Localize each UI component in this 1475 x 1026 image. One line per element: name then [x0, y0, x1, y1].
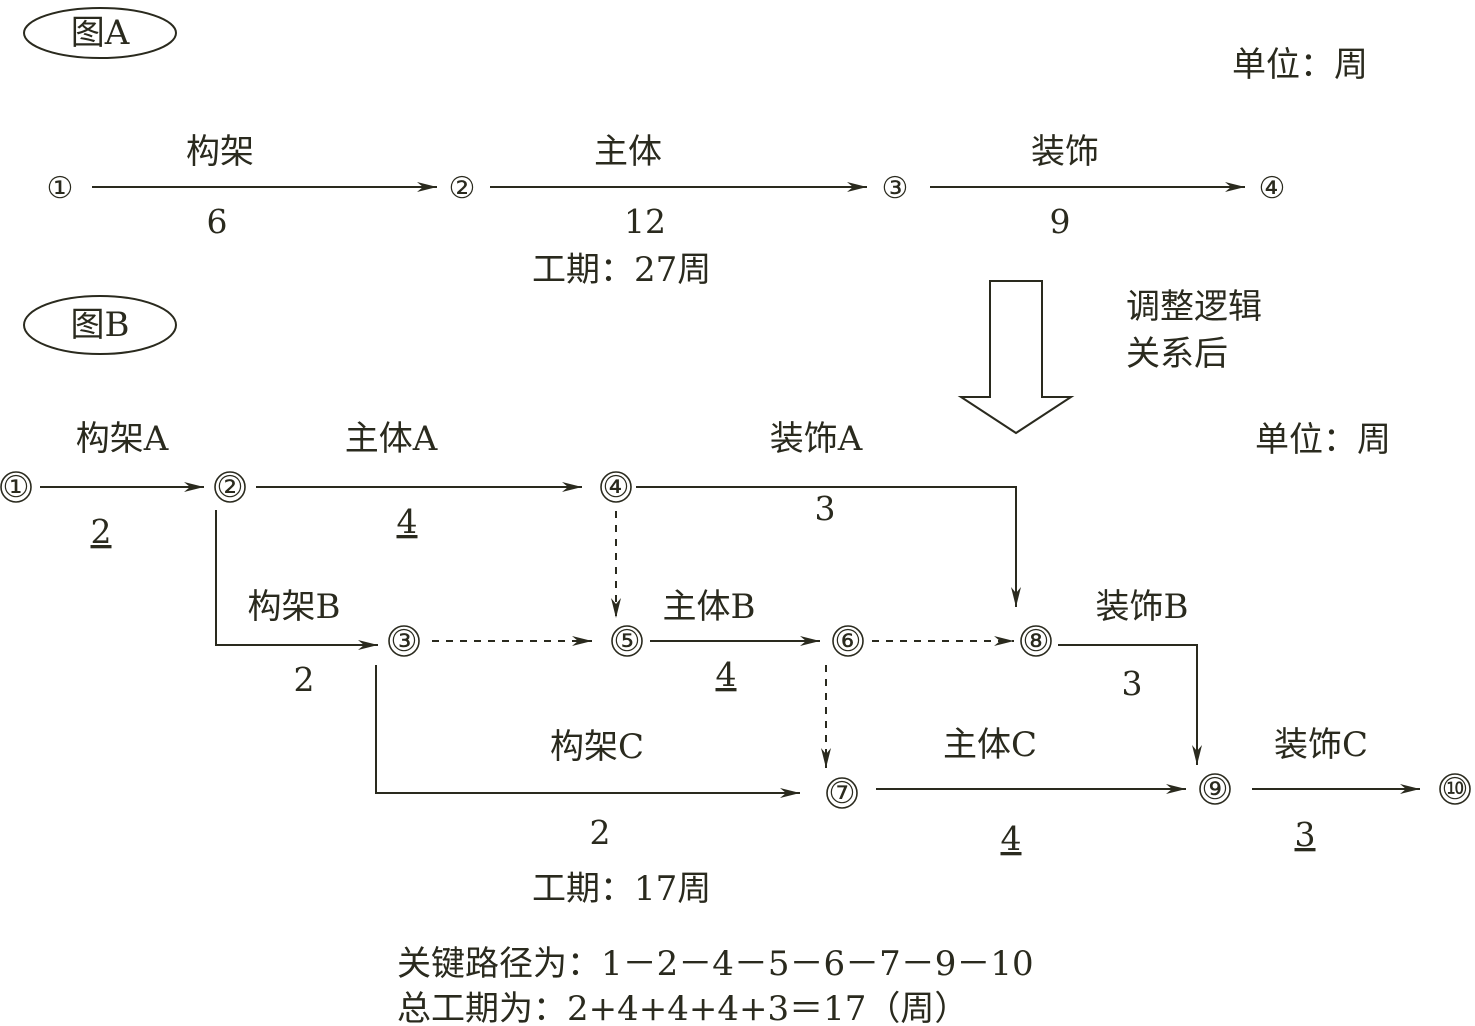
- figure-b-tag-oval: [23, 295, 177, 355]
- activity-duration: 2: [590, 813, 611, 852]
- node-circle: [388, 625, 420, 657]
- activity-name: 主体B: [663, 587, 756, 627]
- figure-a-activity-duration: 6: [207, 202, 228, 241]
- node-8: ⑧: [1023, 624, 1050, 659]
- arrow-3-7: [375, 665, 800, 798]
- activity-name: 主体C: [943, 725, 1037, 765]
- figure-a-tag: 图A: [71, 13, 130, 53]
- node-circle: [832, 625, 864, 657]
- down-arrow-icon: [957, 280, 1075, 435]
- activity-name: 构架A: [76, 419, 169, 459]
- activity-duration: 2: [294, 660, 315, 699]
- figure-a-activity-duration: 9: [1050, 202, 1071, 241]
- activity-name: 装饰A: [770, 419, 863, 459]
- transition-text-line-1: 调整逻辑: [1126, 287, 1262, 327]
- activity-duration: 4: [716, 655, 737, 694]
- node-circle: [214, 471, 246, 503]
- node-10: ⑩: [1442, 772, 1469, 807]
- activity-name: 装饰C: [1274, 725, 1368, 765]
- node-4: ④: [603, 470, 630, 505]
- node-7: ⑦: [829, 776, 856, 811]
- activity-duration: 3: [815, 489, 836, 528]
- node-circle: [1199, 773, 1231, 805]
- node-circle: [0, 471, 32, 503]
- figure-b-total-duration: 工期：17周: [532, 869, 711, 909]
- node-2: ②: [217, 470, 244, 505]
- node-6: ⑥: [835, 624, 862, 659]
- arrow-2-3: [215, 510, 378, 650]
- arrow-8-9: [1058, 644, 1202, 765]
- figure-b: 图B 单位：周 ① ② ③ ④ ⑤ ⑥ ⑦ ⑧ ⑨: [0, 295, 1471, 1026]
- activity-name: 主体A: [345, 419, 438, 459]
- figure-a-node-1: ①: [47, 171, 74, 206]
- figure-a-activity-name: 装饰: [1031, 132, 1099, 172]
- figure-a-activity-name: 构架: [186, 132, 254, 172]
- figure-b-unit: 单位：周: [1255, 420, 1391, 460]
- figure-a-activity-duration: 12: [624, 202, 666, 241]
- figure-a-activity-name: 主体: [594, 132, 662, 172]
- node-circle: [1020, 625, 1052, 657]
- node-5: ⑤: [614, 624, 641, 659]
- node-3: ③: [391, 624, 418, 659]
- node-circle: [600, 471, 632, 503]
- figure-a-node-3: ③: [882, 171, 909, 206]
- node-circle: [1439, 773, 1471, 805]
- figure-a-total-duration: 工期：27周: [532, 250, 711, 290]
- activity-name: 装饰B: [1096, 587, 1189, 627]
- figure-b-tag: 图B: [71, 305, 130, 345]
- activity-duration: 4: [1001, 819, 1022, 858]
- figure-a-tag-oval: [23, 7, 177, 59]
- transition-text-line-2: 关系后: [1126, 334, 1228, 374]
- figure-a-node-4: ④: [1259, 171, 1286, 206]
- node-9: ⑨: [1202, 772, 1229, 807]
- activity-duration: 3: [1122, 664, 1143, 703]
- node-circle: [826, 777, 858, 809]
- figure-a-unit: 单位：周: [1232, 45, 1368, 85]
- transition: 调整逻辑 关系后: [957, 280, 1262, 435]
- node-1: ①: [3, 470, 30, 505]
- activity-duration: 4: [397, 502, 418, 541]
- arrow-4-8: [636, 486, 1021, 607]
- figure-a-node-2: ②: [449, 171, 476, 206]
- figure-a: 图A 单位：周 ① ② ③ ④ 构架 6 主体 12 装饰 9 工期：27周: [23, 7, 1368, 290]
- node-circle: [611, 625, 643, 657]
- activity-name: 构架B: [248, 587, 341, 627]
- activity-name: 构架C: [550, 727, 644, 767]
- total-duration-formula: 总工期为：2+4+4+4+3＝17（周）: [397, 989, 968, 1026]
- activity-duration: 2: [91, 512, 112, 551]
- critical-path-text: 关键路径为：1－2－4－5－6－7－9－10: [397, 944, 1034, 984]
- activity-duration: 3: [1295, 815, 1316, 854]
